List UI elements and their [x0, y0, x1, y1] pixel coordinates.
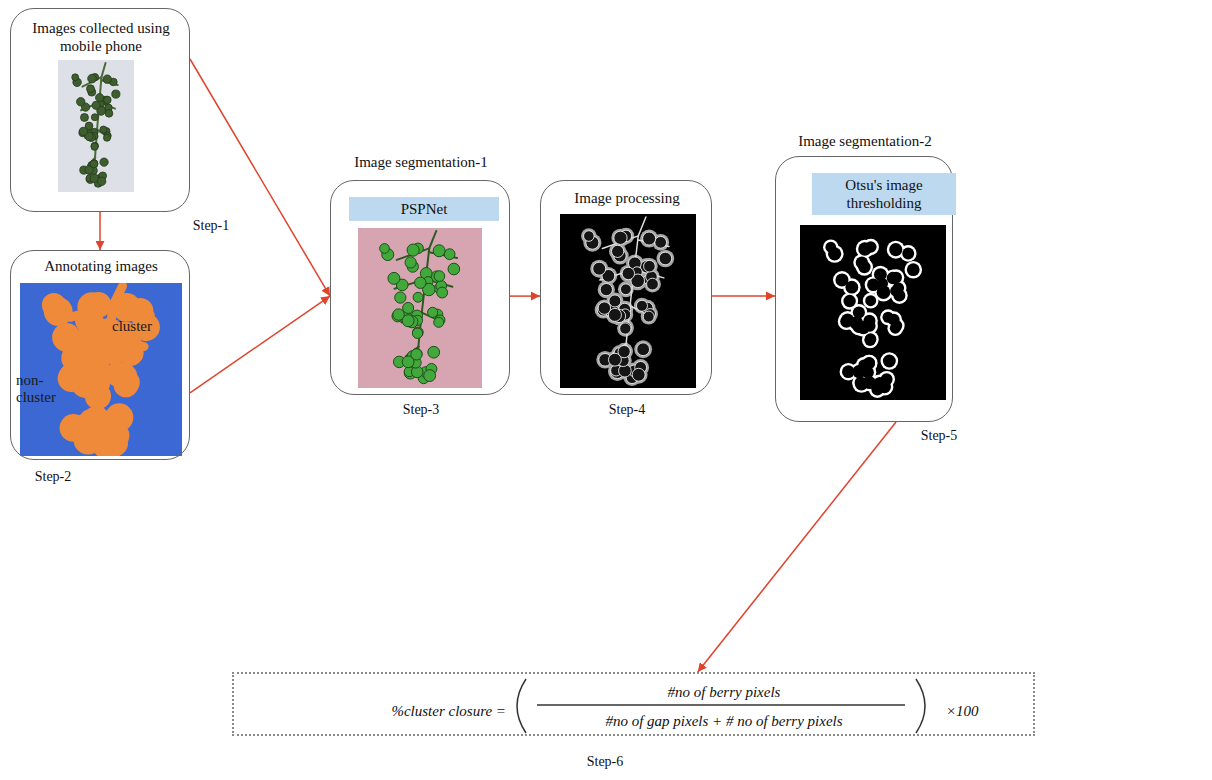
cluster-image [800, 225, 946, 400]
step-label: Step-4 [589, 402, 665, 419]
step-label: Step-5 [909, 428, 969, 445]
formula-denominator: #no of gap pixels + # no of berry pixels [544, 712, 904, 730]
flow-arrow [712, 295, 775, 297]
step-box: Image segmentation-1Step-3PSPNet [330, 180, 510, 395]
method-bar: PSPNet [349, 197, 499, 221]
step-box: Image processingStep-4 [540, 180, 712, 395]
step-box: Image segmentation-2Step-5Otsu's image t… [775, 156, 953, 422]
step-box: Images collected using mobile phoneStep-… [10, 8, 190, 212]
step-title: Image processing [541, 189, 713, 207]
step-label: Step-3 [386, 402, 456, 419]
cluster-image [560, 214, 696, 388]
method-label: Otsu's image thresholding [812, 176, 956, 212]
region-label: non-cluster [16, 372, 62, 407]
method-bar: Otsu's image thresholding [812, 173, 956, 215]
region-label: cluster [112, 318, 176, 335]
step-title: Image segmentation-2 [751, 132, 979, 150]
flow-arrow [99, 212, 101, 250]
flow-arrow [510, 295, 540, 297]
cluster-image [20, 283, 182, 456]
step-label: Step-6 [570, 754, 640, 771]
fraction-bar [537, 704, 905, 705]
formula-numerator: #no of berry pixels [544, 683, 904, 701]
step-title: Images collected using mobile phone [31, 19, 171, 55]
formula-text: ×100 [946, 702, 1006, 720]
flow-arrow [190, 59, 330, 296]
step-box: Annotating imagesStep-2 [10, 250, 190, 460]
cluster-image [58, 60, 134, 192]
flow-arrow [698, 422, 896, 672]
cluster-image [358, 228, 482, 388]
method-label: PSPNet [349, 200, 499, 218]
step-title: Annotating images [11, 257, 191, 275]
formula-text: %cluster closure = [334, 702, 506, 720]
step-title: Image segmentation-1 [311, 153, 531, 171]
formula-box: %cluster closure = #no of berry pixels #no… [232, 672, 1035, 736]
flow-arrow [190, 296, 330, 393]
right-parenthesis [916, 679, 925, 733]
step-label: Step-2 [23, 469, 83, 486]
step-label: Step-1 [181, 218, 241, 235]
left-parenthesis [517, 679, 526, 733]
